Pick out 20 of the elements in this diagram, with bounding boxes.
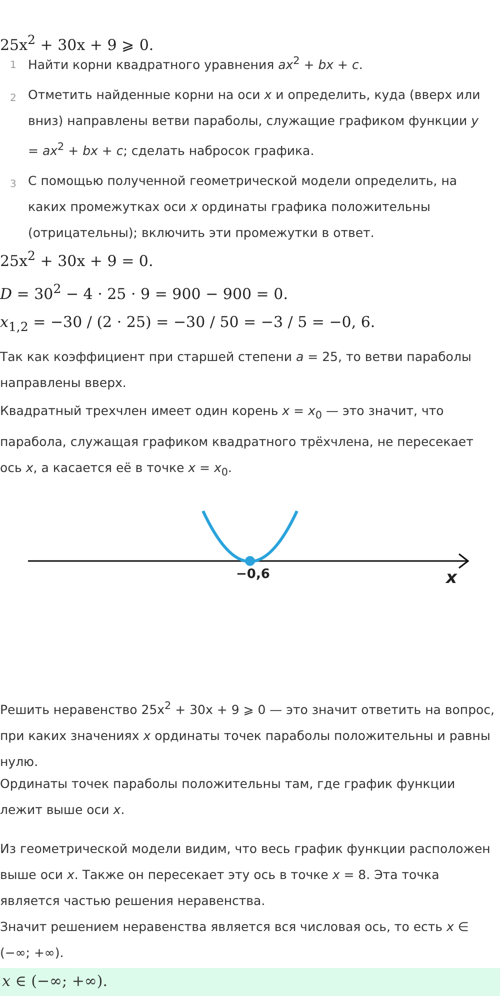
paragraph: Найти корни квадратного уравнения ax$^{2}$ + bx + c.	[28, 54, 364, 74]
answer-bar	[0, 968, 500, 996]
paragraph: Так как коэффициент при старшей степени a = 25, то ветви параболы направлены вверх.	[0, 348, 472, 392]
step-number: 1	[10, 59, 18, 73]
axis-label: x	[446, 568, 458, 588]
paragraph: Ординаты точек параболы положительны там, где график функции лежит выше оси x.	[0, 775, 456, 819]
math-formula: 25x$^{2}$ + 30x + 9 ⩾ 0.	[0, 31, 155, 56]
paragraph: Значит решением неравенства является вся числовая ось, то есть x ∈ (−∞; +∞).	[0, 918, 470, 962]
math-formula: 25x$^{2}$ + 30x + 9 = 0.	[0, 247, 154, 272]
tick-label: −0,6	[236, 567, 271, 582]
step-number: 3	[10, 178, 18, 192]
paragraph: С помощью полученной геометрической модели определить, на каких промежутках оси x ординаты графика положительны (отрицательны); включить эти промежутки в ответ.	[28, 172, 458, 242]
paragraph: Из геометрической модели видим, что весь график функции расположен выше оси x. Также он пересекает эту ось в точке x = 8. Эта точка является частью решения неравенства.	[0, 840, 492, 910]
math-formula: x$_{1,2}$ = −30 / (2 · 25) = −30 / 50 = −3 / 5 = −0, 6.	[0, 312, 376, 336]
math-formula: D = 30$^{2}$ − 4 · 25 · 9 = 900 − 900 = 0.	[0, 280, 289, 305]
answer-text: x ∈ (−∞; +∞).	[2, 972, 108, 990]
paragraph: Отметить найденные корни на оси x и определить, куда (вверх или вниз) направлены ветви параболы, служащие графиком функции y = ax$^{2}$ + bx + c; сделать набросок графика.	[28, 86, 482, 160]
paragraph: Квадратный трехчлен имеет один корень x = x$_{0}$ — это значит, что парабола, служащая графиком квадратного трёхчлена, не пересекает ось x, а касается её в точке x = x$_{0}$.	[0, 402, 474, 480]
paragraph: Решить неравенство 25x$^{2}$ + 30x + 9 ⩾ 0 — это значит ответить на вопрос, при каких значениях x ординаты точек параболы положительны и равны нулю.	[0, 699, 495, 772]
step-number: 2	[10, 92, 18, 106]
